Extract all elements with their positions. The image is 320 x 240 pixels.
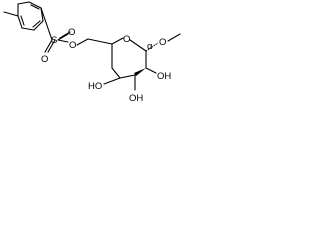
hydroxyl-c3: OH bbox=[129, 93, 143, 104]
tolyl-ring bbox=[3, 1, 53, 41]
structure-canvas: S O O O O α O OH OH HO bbox=[0, 0, 184, 114]
hydroxyl-c4: HO bbox=[88, 81, 102, 92]
hydroxyl-c2: OH bbox=[157, 71, 171, 82]
methylene-bond bbox=[87, 38, 113, 45]
alpha-marker: α bbox=[147, 41, 153, 52]
sulfonyl-group bbox=[44, 31, 89, 53]
sulfonyl-oxygen-1: O bbox=[41, 54, 48, 65]
ring-oxygen: O bbox=[123, 34, 130, 45]
sulfur-label: S bbox=[51, 35, 57, 46]
ester-oxygen: O bbox=[69, 40, 76, 51]
chemical-structure: S O O O O α O OH OH HO bbox=[3, 1, 181, 104]
sulfonyl-oxygen-2: O bbox=[68, 27, 75, 38]
pyranose-ring bbox=[103, 33, 181, 91]
glycosidic-oxygen: O bbox=[159, 37, 166, 48]
